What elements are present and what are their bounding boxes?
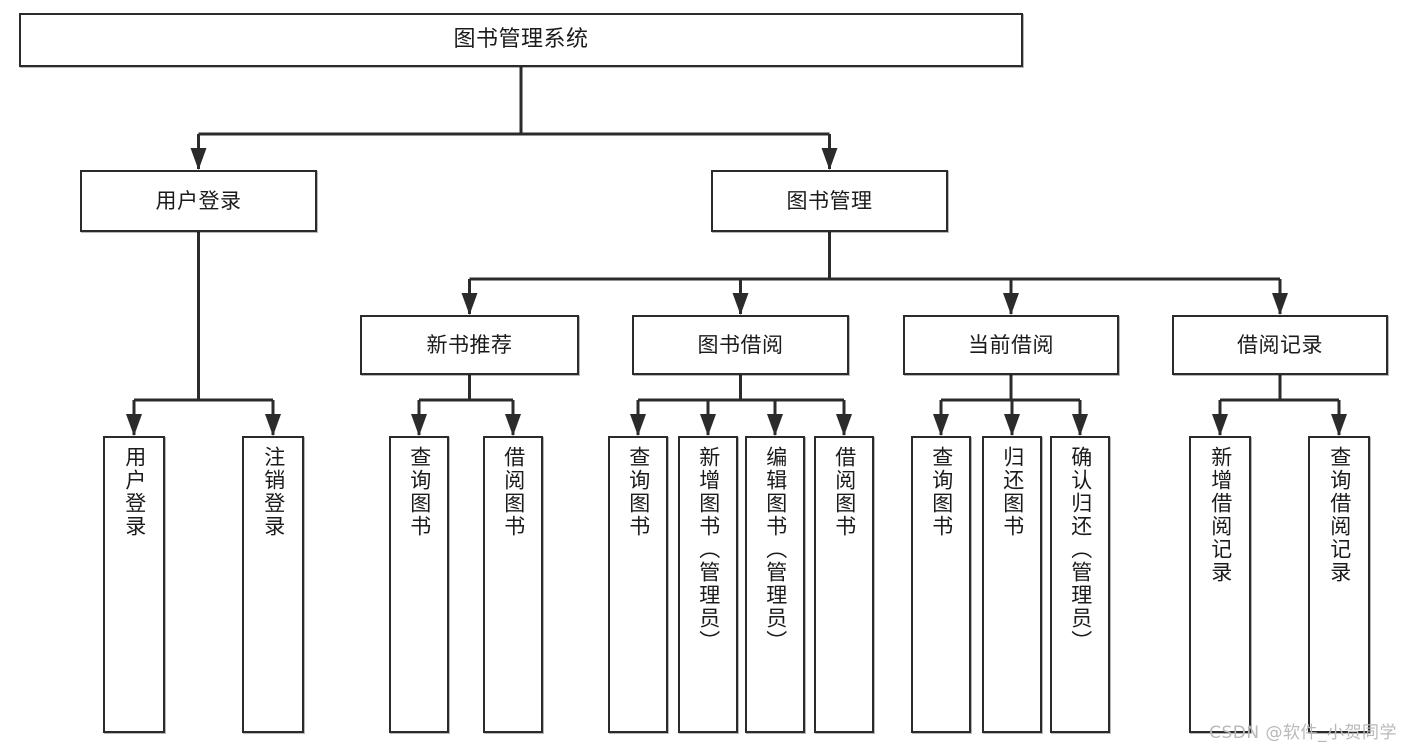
node-label: 确认归还（管理员） <box>1068 446 1093 653</box>
node-new-book-recommend[interactable]: 新书推荐 <box>360 315 579 375</box>
node-label: 新书推荐 <box>426 332 513 357</box>
node-leaf-borrow-book-2[interactable]: 借阅图书 <box>814 436 874 733</box>
node-leaf-query-book-1[interactable]: 查询图书 <box>389 436 449 733</box>
node-leaf-add-book[interactable]: 新增图书（管理员） <box>678 436 738 733</box>
node-book-manage[interactable]: 图书管理 <box>711 170 948 232</box>
node-user-login[interactable]: 用户登录 <box>80 170 317 232</box>
node-label: 新增借阅记录 <box>1208 446 1233 584</box>
node-leaf-confirm-return[interactable]: 确认归还（管理员） <box>1050 436 1110 733</box>
node-leaf-return-book[interactable]: 归还图书 <box>982 436 1042 733</box>
node-label: 图书借阅 <box>697 332 784 357</box>
node-label: 借阅图书 <box>501 446 526 538</box>
node-label: 新增图书（管理员） <box>696 446 721 653</box>
node-label: 查询借阅记录 <box>1327 446 1352 584</box>
node-root[interactable]: 图书管理系统 <box>19 13 1023 67</box>
node-leaf-query-book-2[interactable]: 查询图书 <box>608 436 668 733</box>
node-label: 当前借阅 <box>968 332 1054 357</box>
node-label: 借阅图书 <box>832 446 857 538</box>
node-label: 归还图书 <box>1000 446 1025 538</box>
node-leaf-query-record[interactable]: 查询借阅记录 <box>1308 436 1370 733</box>
watermark-text: CSDN @软件_小贺同学 <box>1209 723 1397 743</box>
node-label: 借阅记录 <box>1237 332 1323 357</box>
node-leaf-borrow-book-1[interactable]: 借阅图书 <box>483 436 543 733</box>
node-label: 查询图书 <box>929 446 954 538</box>
node-label: 查询图书 <box>407 446 432 538</box>
node-label: 查询图书 <box>626 446 651 538</box>
node-label: 编辑图书（管理员） <box>763 446 788 653</box>
node-current-borrow[interactable]: 当前借阅 <box>903 315 1119 375</box>
node-label: 用户登录 <box>155 188 242 213</box>
node-leaf-user-login[interactable]: 用户登录 <box>103 436 165 733</box>
node-label: 图书管理 <box>786 188 873 213</box>
node-leaf-add-record[interactable]: 新增借阅记录 <box>1189 436 1251 733</box>
node-label: 图书管理系统 <box>453 27 589 53</box>
node-leaf-user-logout[interactable]: 注销登录 <box>242 436 304 733</box>
node-label: 注销登录 <box>261 446 286 538</box>
node-leaf-edit-book[interactable]: 编辑图书（管理员） <box>745 436 805 733</box>
node-label: 用户登录 <box>122 446 147 538</box>
node-borrow-record[interactable]: 借阅记录 <box>1172 315 1388 375</box>
node-leaf-query-book-3[interactable]: 查询图书 <box>911 436 971 733</box>
node-book-borrow[interactable]: 图书借阅 <box>632 315 849 375</box>
